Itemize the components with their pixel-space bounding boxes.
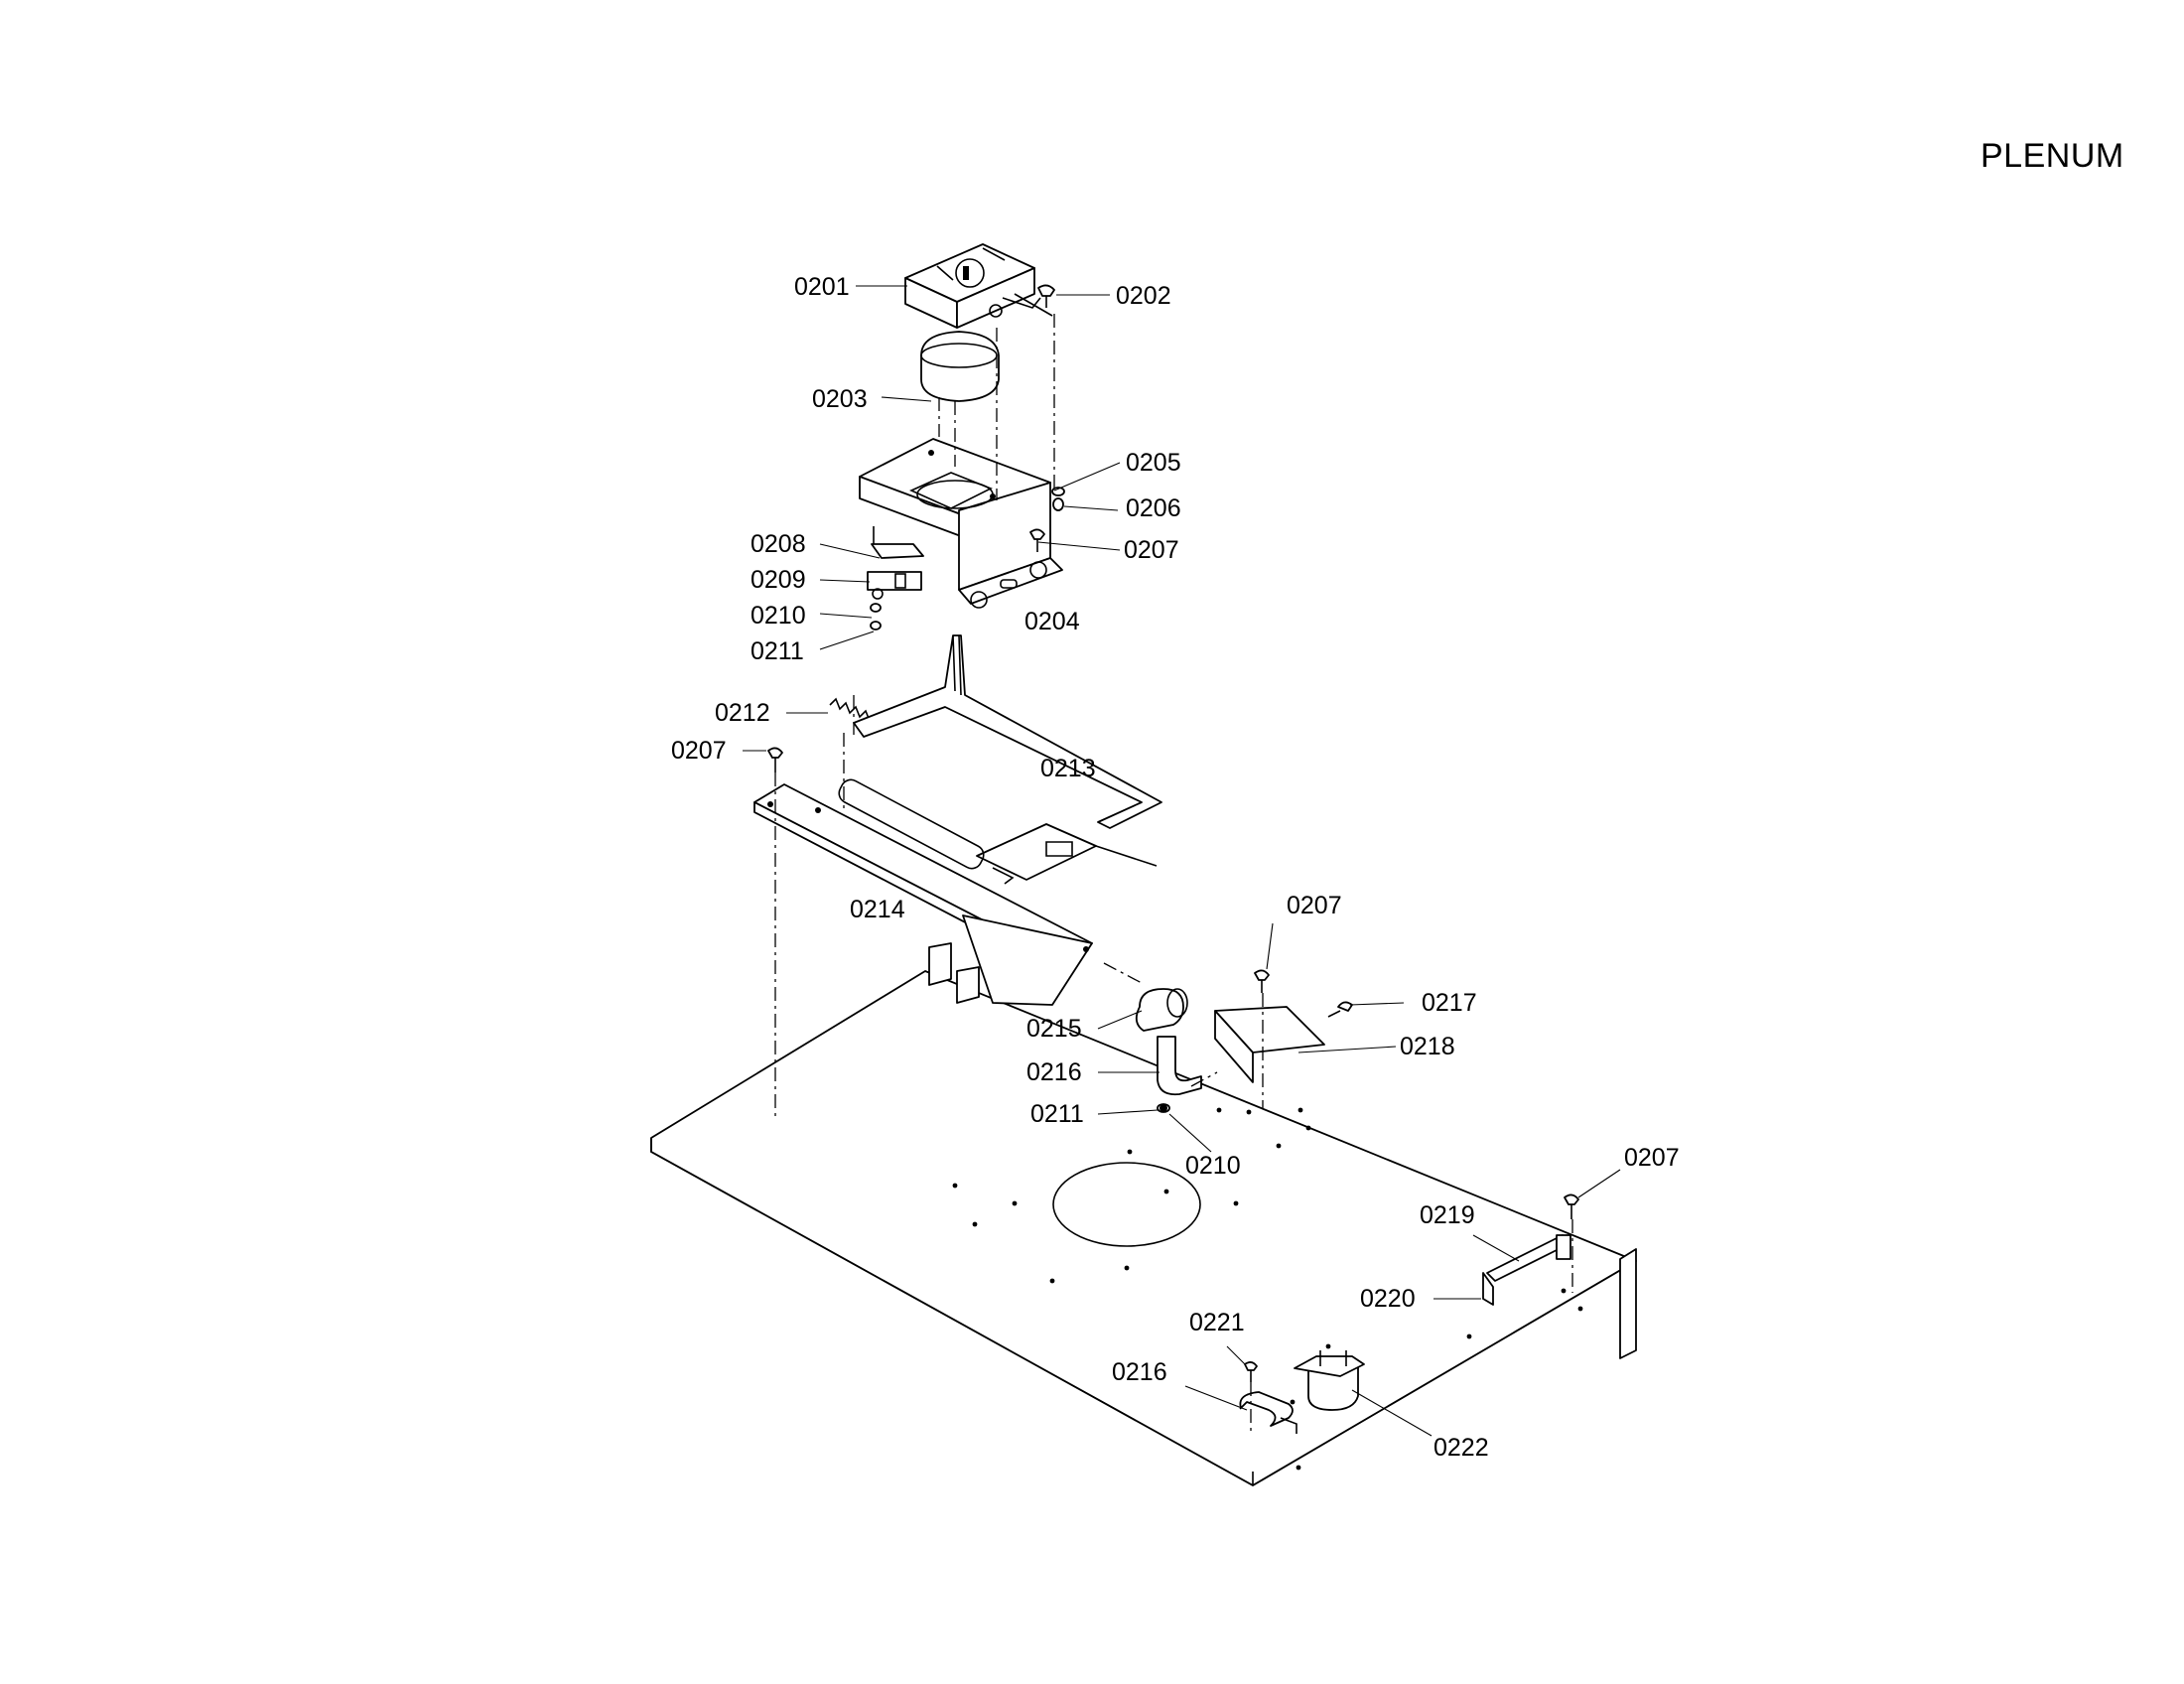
- part-label: 0211: [751, 637, 804, 665]
- part-label: 0219: [1420, 1201, 1475, 1229]
- part-label: 0220: [1360, 1285, 1416, 1313]
- wire-retainer-0219: [1486, 1234, 1571, 1282]
- part-label: 0211: [1030, 1100, 1084, 1128]
- part-label: 0212: [715, 699, 770, 727]
- part-label: 0205: [1126, 449, 1181, 477]
- switch-bracket-0208: [871, 526, 924, 559]
- limit-thermostat-0222: [1294, 1350, 1365, 1411]
- part-label: 0222: [1433, 1434, 1489, 1462]
- part-label: 0207: [1287, 892, 1342, 919]
- screw-0207d: [1564, 1193, 1579, 1219]
- actuator-lever: [853, 634, 1162, 885]
- part-label: 0204: [1024, 608, 1080, 635]
- clip-0216a: [1157, 1036, 1202, 1096]
- screw-0207c: [1254, 969, 1270, 993]
- part-label: 0208: [751, 530, 806, 558]
- part-label: 0207: [1124, 536, 1179, 564]
- part-label: 0213: [1040, 755, 1096, 782]
- part-label: 0216: [1112, 1358, 1167, 1386]
- washer-0210a: [870, 603, 882, 613]
- part-label: 0215: [1026, 1015, 1082, 1043]
- base-plate-holes: [952, 1107, 1583, 1471]
- clip-0216b: [1239, 1391, 1297, 1434]
- part-label: 0210: [1185, 1152, 1241, 1180]
- part-label: 0202: [1116, 282, 1171, 310]
- part-label: 0216: [1026, 1058, 1082, 1086]
- thermostat-0215: [1135, 988, 1188, 1032]
- mounting-rail: [753, 778, 1093, 1006]
- screw-0207b: [767, 747, 783, 772]
- part-label: 0221: [1189, 1309, 1245, 1336]
- screw-0217: [1327, 1001, 1353, 1018]
- diagram-title: PLENUM: [1980, 137, 2124, 175]
- part-label: 0207: [671, 737, 727, 765]
- screw-0221: [1244, 1361, 1258, 1382]
- nut-0211b: [1160, 1104, 1167, 1112]
- base-plate: [650, 970, 1637, 1486]
- fan-opening: [1052, 1162, 1201, 1247]
- part-label: 0209: [751, 566, 806, 594]
- part-label: 0207: [1624, 1144, 1680, 1172]
- part-label: 0217: [1422, 989, 1477, 1017]
- nut-0206: [1052, 497, 1064, 511]
- assembly-lines: [774, 314, 1573, 1432]
- part-labels: 0201 0202 0203 0204 0205 0206 0207 0208 …: [671, 273, 1680, 1462]
- leader-lines: [743, 285, 1621, 1437]
- part-label: 0214: [850, 896, 905, 923]
- nut-0211a: [870, 621, 882, 631]
- bracket-0218: [1214, 1006, 1325, 1083]
- screw-0202: [1037, 284, 1055, 308]
- part-label: 0203: [812, 385, 868, 413]
- timer-motor: [904, 243, 1053, 402]
- part-label: 0201: [794, 273, 850, 301]
- part-label: 0218: [1400, 1033, 1455, 1060]
- part-label: 0210: [751, 602, 806, 630]
- motor-bracket: [859, 438, 1063, 609]
- clip-0220: [1482, 1272, 1494, 1306]
- screw-0207a: [1029, 528, 1045, 552]
- microswitch-0209: [867, 571, 922, 600]
- part-label: 0206: [1126, 494, 1181, 522]
